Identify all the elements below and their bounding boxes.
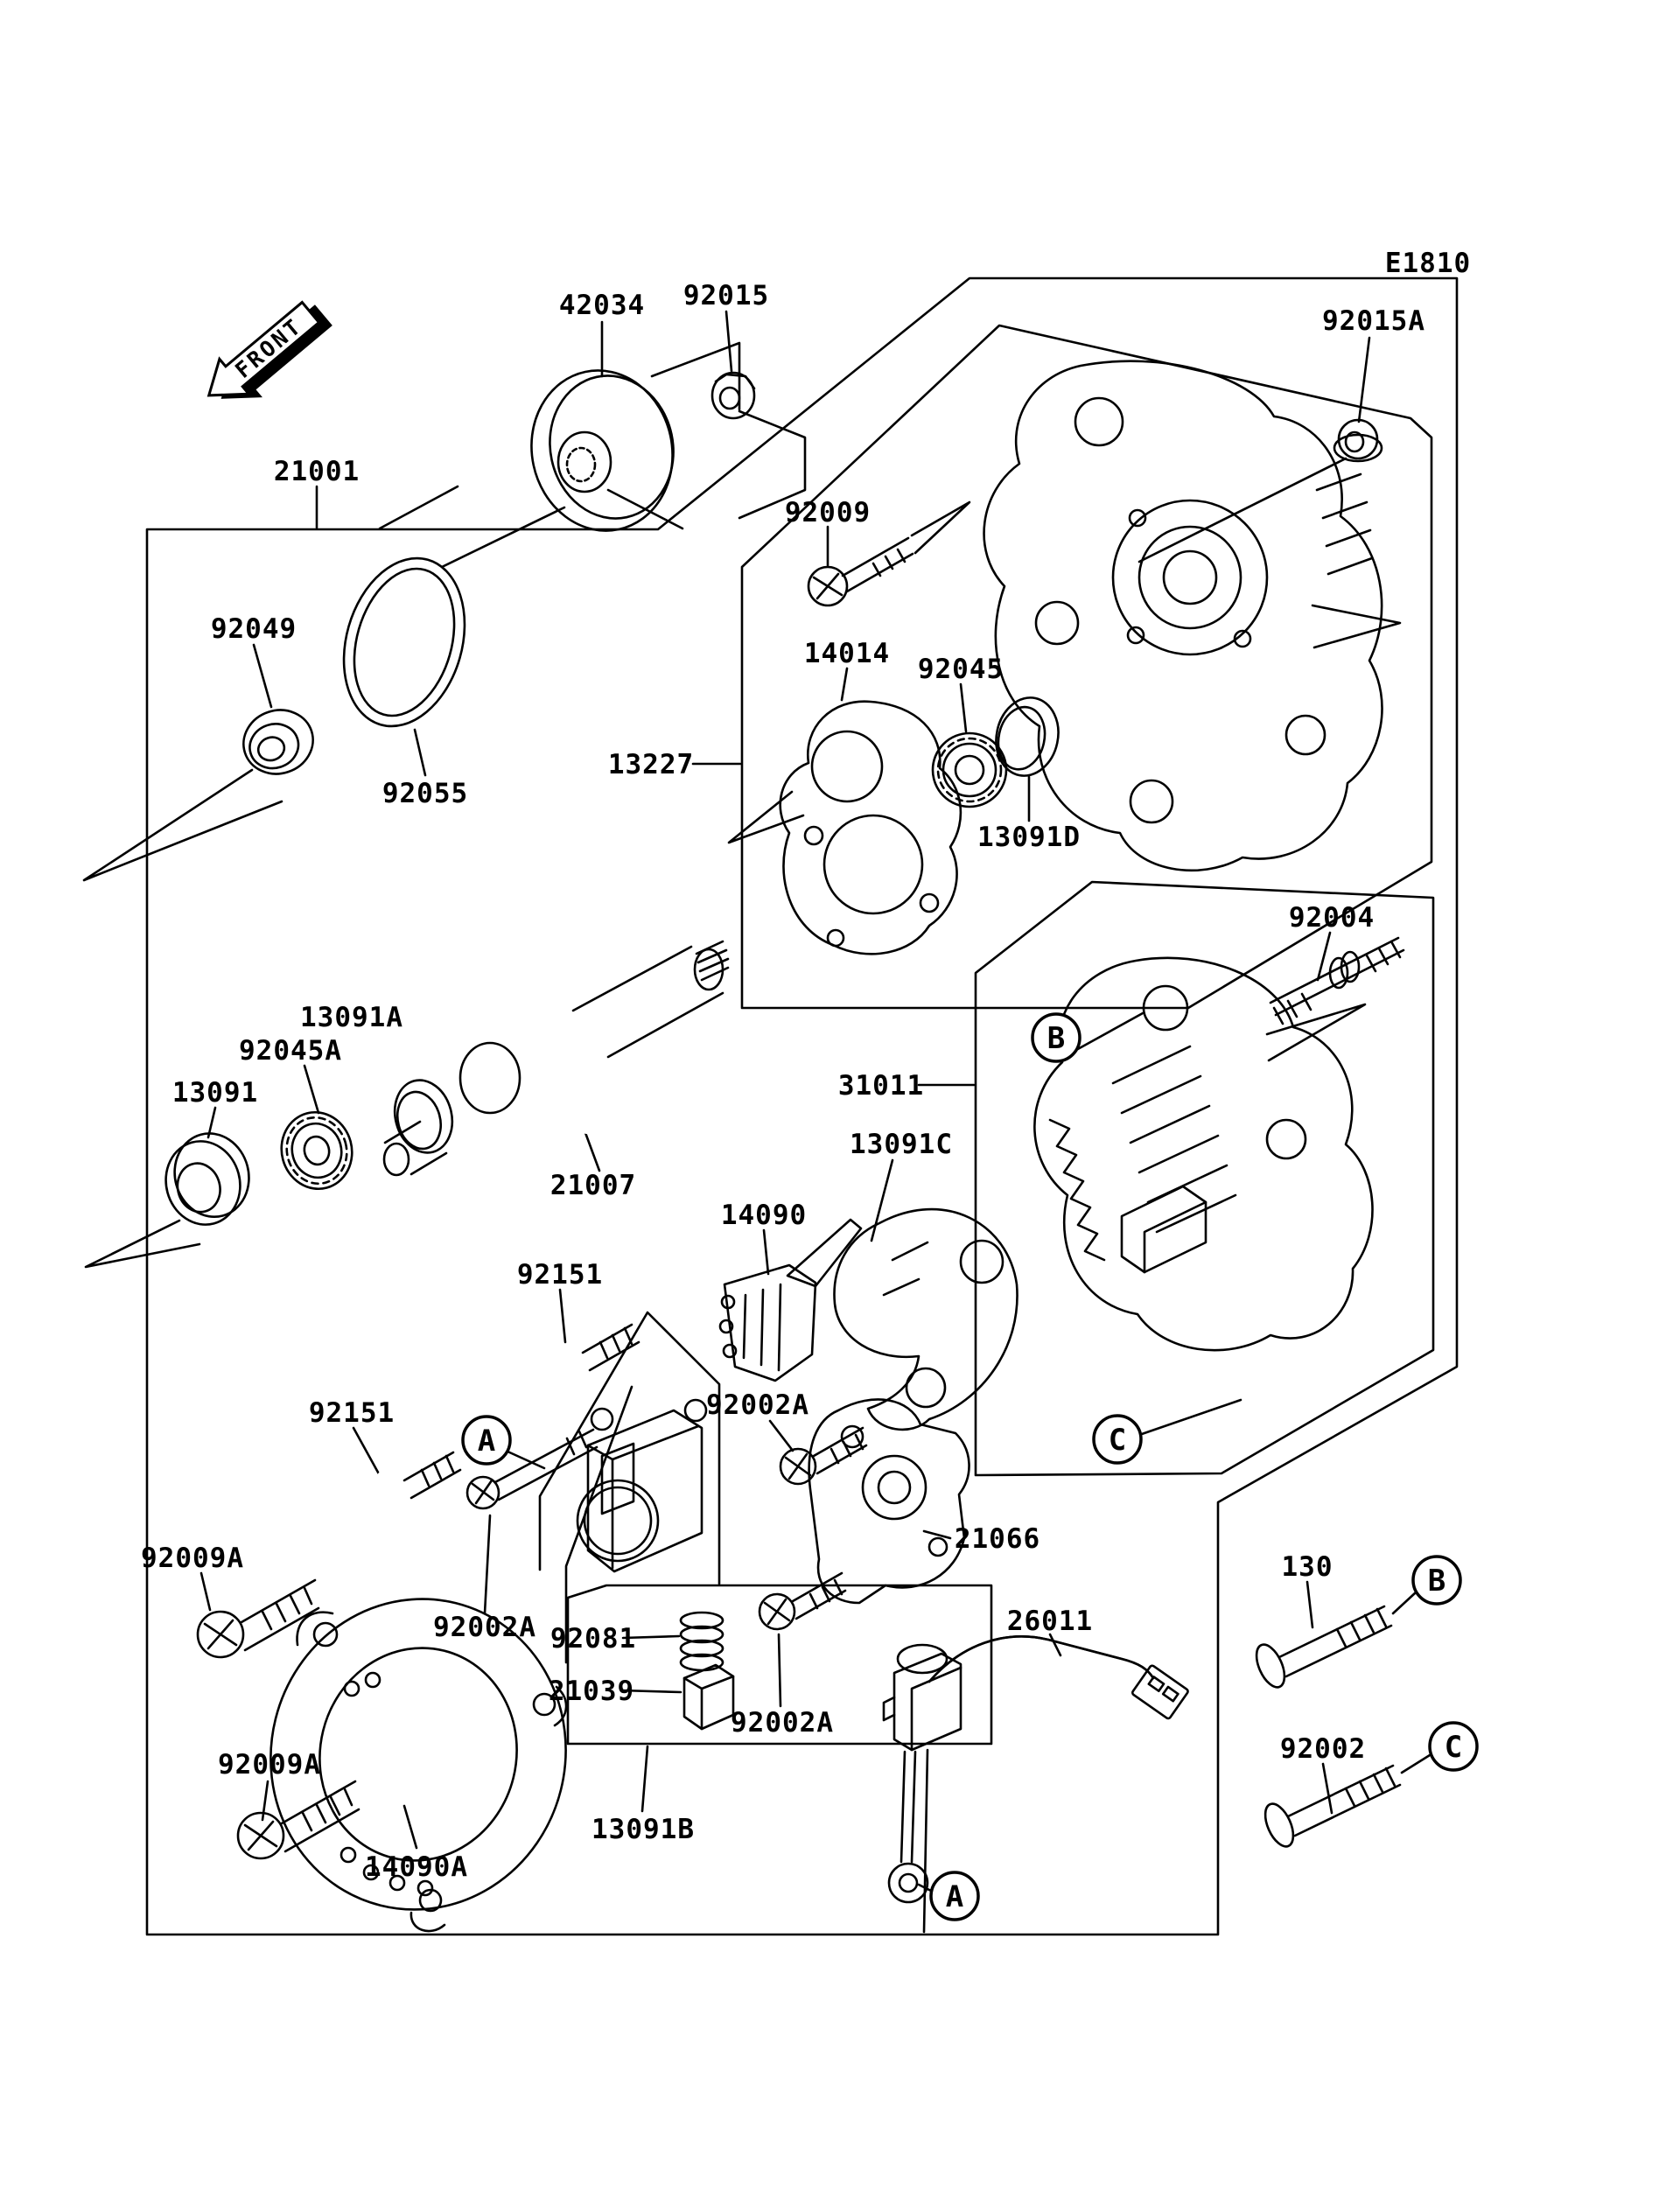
part-label-92009A-32: 92009A [218,1749,321,1781]
stud-92004 [1269,936,1405,1025]
part-label-13091B-33: 13091B [592,1814,695,1845]
brush-box [566,1584,993,1746]
ring-13091A [393,1079,454,1154]
part-label-92151-22: 92151 [309,1397,395,1429]
part-label-92049-6: 92049 [211,613,297,645]
screw-92009 [807,536,914,607]
part-label-92004-12: 92004 [1289,902,1375,934]
part-label-21007-18: 21007 [550,1170,636,1201]
bolt-130 [1232,1605,1393,1689]
rear-cover-housing [1033,956,1374,1352]
svg-text:B: B [1047,1021,1065,1056]
part-label-E1810-0: E1810 [1385,248,1471,279]
rear-cover-pointer-arrow [1265,1003,1367,1062]
front-arrow: FRONT [206,300,332,399]
part-label-92002-31: 92002 [1280,1733,1366,1765]
brush-21039 [682,1663,735,1731]
part-label-92002A-30: 92002A [731,1707,834,1739]
part-label-14090-19: 14090 [721,1200,807,1231]
part-label-13091D-11: 13091D [977,822,1081,853]
part-label-31011-15: 31011 [838,1070,924,1102]
bearing-92045A [280,1110,354,1191]
part-label-21039-29: 21039 [549,1676,634,1707]
part-number-labels: E1810 42034 92015 92015A 21001 92009 92049 1401… [141,248,1471,1883]
part-label-92002A-21: 92002A [706,1389,809,1421]
svg-text:C: C [1445,1730,1462,1765]
callout-C-5: C [1428,1721,1479,1772]
bearing-92049 [242,709,314,775]
part-label-14090A-34: 14090A [365,1851,468,1883]
spring-92081 [679,1611,724,1672]
part-label-92015A-3: 92015A [1322,305,1425,337]
part-label-92009-5: 92009 [785,497,871,528]
brush-holder-14090 [718,1218,863,1382]
screw-92002A-bottom [758,1571,847,1631]
front-cover-pointer-arrow [1311,604,1402,649]
part-label-130-25: 130 [1282,1551,1334,1583]
bolt-92002 [1241,1764,1402,1848]
part-label-92009A-24: 92009A [141,1543,244,1574]
part-label-92055-10: 92055 [382,778,468,809]
collar-pointer-arrow [84,1219,201,1269]
part-label-21001-4: 21001 [274,456,360,487]
holder-13091C [833,1207,1018,1431]
screw-pointer-arrow [910,500,971,555]
part-label-13091-16: 13091 [172,1077,258,1109]
rectifier-block [576,1398,708,1573]
part-label-21066-23: 21066 [955,1523,1040,1555]
pointer-arrows [82,500,1402,1269]
callout-B-3: B [1411,1555,1462,1606]
stay-pointer-arrow [727,790,805,844]
regulator-frame [538,1311,721,1664]
callout-letters: A A B B C C [461,1012,1479,1921]
bearing-pointer-arrow [82,768,284,882]
part-label-13091C-17: 13091C [850,1129,953,1160]
leader-lines [200,310,1432,1893]
stay-14014 [779,700,962,955]
pulley-42034 [530,341,807,532]
rear-cover-box [974,880,1435,1477]
lead-wire-26011 [882,1635,1189,1934]
oring-92055 [342,556,466,728]
nut-92015 [710,371,756,420]
screw-92002A-left [466,1428,598,1510]
callout-A-1: A [929,1871,980,1921]
front-cover-housing [983,360,1383,872]
callout-C-4: C [1092,1414,1143,1465]
nut-92015A [1333,418,1383,463]
svg-text:B: B [1428,1564,1446,1599]
cover-14090A [270,1598,568,1933]
rotor-21007 [315,940,730,1177]
callout-B-2: B [1031,1012,1082,1063]
svg-text:A: A [946,1879,963,1914]
part-label-92151-20: 92151 [517,1259,603,1291]
collar-13091 [164,1132,250,1226]
screw-92002A-mid [779,1426,868,1486]
part-label-42034-1: 42034 [559,290,645,321]
callout-A-0: A [461,1415,512,1466]
front-cover-box [740,324,1433,1010]
part-label-92045-8: 92045 [918,654,1004,685]
regulator-21066 [808,1398,970,1605]
part-label-13091A-13: 13091A [300,1002,403,1033]
part-label-92045A-14: 92045A [239,1035,342,1067]
outer-frame [145,276,1459,1936]
part-label-92015-2: 92015 [683,280,769,311]
part-label-26011-26: 26011 [1007,1606,1093,1637]
part-label-14014-7: 14014 [804,638,890,669]
ring-13091D [995,696,1060,777]
bearing-92045 [931,731,1008,808]
part-label-92002A-27: 92002A [433,1612,536,1643]
svg-text:A: A [478,1424,495,1459]
screw-92009A-bottom [236,1780,360,1860]
screw-92009A-top [196,1578,320,1659]
bolt-92151-top [546,1323,640,1379]
svg-text:C: C [1109,1423,1126,1458]
part-label-13227-9: 13227 [608,749,694,780]
bolt-92151-left [368,1451,462,1507]
part-label-92081-28: 92081 [550,1623,636,1655]
